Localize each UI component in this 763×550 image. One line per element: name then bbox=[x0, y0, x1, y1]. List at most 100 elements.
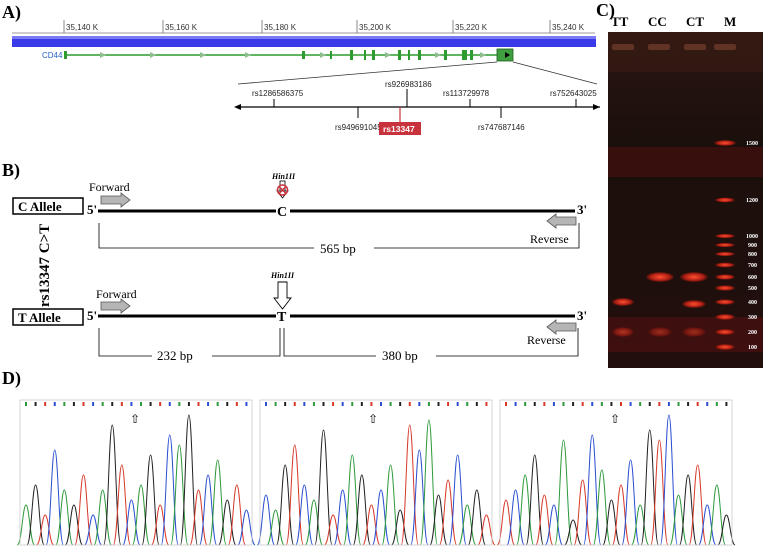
base-call-mark bbox=[380, 402, 382, 406]
chromatogram-peak bbox=[256, 494, 276, 546]
svg-text:1200: 1200 bbox=[746, 198, 758, 204]
c-base: C bbox=[277, 205, 287, 220]
base-call-mark bbox=[408, 402, 411, 406]
ruler: 35,140 K 35,160 K 35,180 K 35,200 K 35,2… bbox=[12, 20, 595, 34]
chromatogram-peak bbox=[438, 479, 458, 546]
chromatogram-peak bbox=[352, 474, 371, 546]
chromatogram-peak bbox=[669, 494, 688, 546]
svg-text:1000: 1000 bbox=[746, 234, 758, 240]
svg-text:300: 300 bbox=[748, 315, 757, 321]
chromatogram-peak bbox=[362, 504, 381, 546]
ruler-tick-label: 35,240 K bbox=[552, 23, 585, 32]
base-call-mark bbox=[274, 402, 277, 406]
base-call-mark bbox=[389, 402, 392, 406]
svg-text:400: 400 bbox=[748, 300, 757, 306]
panel-label-a: A) bbox=[2, 2, 21, 22]
base-call-mark bbox=[725, 402, 728, 406]
lane-label-m: M bbox=[724, 14, 737, 29]
chromatogram-peak bbox=[218, 499, 237, 546]
snp-arrow-icon: ⇧ bbox=[368, 412, 378, 426]
base-call-mark bbox=[312, 402, 315, 406]
forward-primer-label: Forward bbox=[96, 287, 137, 301]
base-call-mark bbox=[620, 402, 622, 406]
base-call-mark bbox=[92, 402, 95, 406]
base-call-mark bbox=[111, 402, 114, 406]
base-call-mark bbox=[245, 402, 248, 406]
chromatogram-peak bbox=[554, 439, 573, 546]
ruler-tick-label: 35,160 K bbox=[165, 23, 198, 32]
base-call-mark bbox=[207, 402, 210, 406]
snp-label: rs949691045 bbox=[335, 123, 382, 132]
chromatogram-peak bbox=[678, 474, 698, 546]
chromatogram-peak bbox=[496, 499, 516, 546]
svg-text:3': 3' bbox=[577, 308, 587, 323]
product-size-565: 565 bp bbox=[320, 241, 356, 256]
base-call-mark bbox=[658, 402, 661, 406]
chromatogram-peak bbox=[16, 504, 36, 546]
t-allele-box bbox=[12, 308, 84, 326]
chromatogram-peak bbox=[544, 504, 564, 546]
chromatogram-peak bbox=[448, 454, 467, 546]
chromatogram-peak bbox=[189, 489, 208, 546]
base-call-mark bbox=[360, 402, 363, 406]
base-call-mark bbox=[303, 402, 306, 406]
svg-text:200: 200 bbox=[748, 330, 757, 336]
chromatogram-peak bbox=[343, 454, 362, 546]
chromatogram-peak bbox=[573, 479, 592, 546]
snp-label: rs113729978 bbox=[443, 89, 490, 98]
chromatogram-peak bbox=[26, 484, 45, 546]
t-allele-diagram: T Allele 5' T 3' Forward Reverse Hin1II … bbox=[12, 271, 587, 363]
panel-label-b: B) bbox=[2, 160, 20, 180]
base-call-mark bbox=[284, 402, 287, 406]
chromatogram-peak bbox=[131, 484, 151, 546]
base-call-mark bbox=[687, 402, 690, 406]
base-call-mark bbox=[25, 402, 27, 406]
base-call-mark bbox=[581, 402, 584, 406]
base-call-mark bbox=[120, 402, 123, 406]
panel-d-chromatograms: ⇧ ⇧ ⇧ bbox=[16, 399, 736, 546]
chromatogram-peak bbox=[371, 489, 391, 546]
svg-text:3': 3' bbox=[577, 202, 587, 217]
base-call-mark bbox=[447, 402, 450, 406]
highlight-snp-box bbox=[379, 122, 421, 135]
panel-label-c: C) bbox=[596, 0, 615, 20]
base-call-mark bbox=[216, 402, 219, 406]
forward-primer-arrow bbox=[100, 192, 131, 208]
base-call-mark bbox=[466, 402, 469, 406]
ruler-tick-label: 35,140 K bbox=[66, 23, 99, 32]
gel-image: 1500 1200 1000 900 800 700 600 500 400 3… bbox=[608, 32, 763, 368]
base-call-mark bbox=[197, 402, 200, 406]
chromatogram-peak bbox=[391, 509, 410, 546]
chromatogram-peak bbox=[103, 424, 122, 546]
no-cut-icon bbox=[276, 184, 289, 196]
reverse-primer-label: Reverse bbox=[527, 333, 566, 347]
base-call-mark bbox=[265, 402, 267, 406]
base-call-mark bbox=[456, 402, 459, 406]
base-call-mark bbox=[562, 402, 565, 406]
svg-text:1500: 1500 bbox=[746, 141, 758, 147]
forward-primer-arrow bbox=[100, 298, 131, 314]
cut-arrow-icon bbox=[273, 281, 292, 310]
reverse-primer-arrow bbox=[546, 213, 577, 229]
fragment-size-380: 380 bp bbox=[382, 348, 418, 363]
chromatogram-peak bbox=[429, 494, 448, 546]
chromatogram-peak bbox=[36, 514, 55, 546]
snp-label: rs747687146 bbox=[478, 123, 525, 132]
base-call-mark bbox=[485, 402, 488, 406]
base-call-mark bbox=[418, 402, 421, 406]
base-call-mark bbox=[591, 402, 594, 406]
snp-axis: rs1286586375 rs926983186 rs113729978 rs7… bbox=[234, 80, 600, 135]
t-allele-label: T Allele bbox=[18, 310, 61, 325]
highlight-snp-label: rs13347 bbox=[383, 124, 415, 134]
snp-label: rs926983186 bbox=[385, 80, 432, 89]
rs-side-label: rs13347 C>T bbox=[37, 224, 53, 307]
base-call-mark bbox=[44, 402, 47, 406]
reverse-primer-arrow bbox=[546, 319, 577, 335]
chromatogram-peak bbox=[64, 504, 84, 546]
chromosome-band bbox=[12, 36, 596, 47]
chromatogram-peak bbox=[564, 519, 582, 546]
chromatogram-peak bbox=[266, 509, 285, 546]
chromatogram-peak bbox=[535, 494, 554, 546]
chromatogram-peak bbox=[295, 484, 314, 546]
chromatogram-peak bbox=[333, 489, 352, 546]
